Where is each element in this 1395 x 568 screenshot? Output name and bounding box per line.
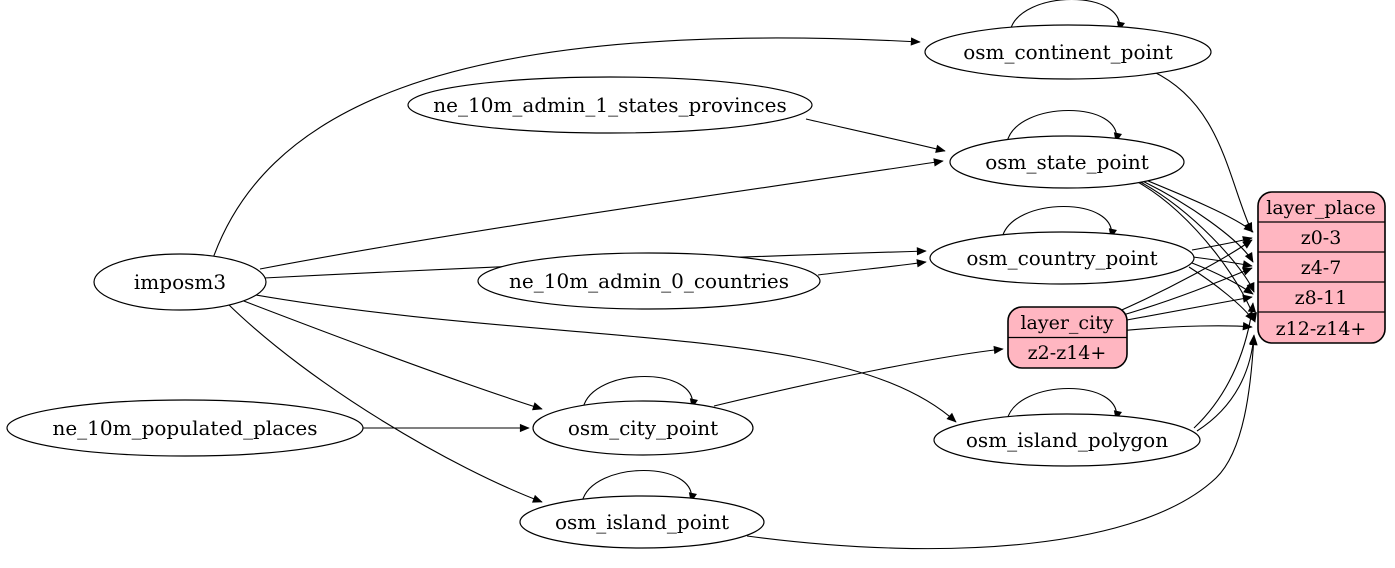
record-layer-place: layer_place z0-3 z4-7 z8-11 z12-z14+ <box>1257 191 1386 344</box>
node-osm-country-point: osm_country_point <box>929 231 1195 285</box>
edge-osm-island-polygon-to-layer-place-z8-11 <box>1193 302 1257 429</box>
record-layer-city: layer_city z2-z14+ <box>1007 306 1128 369</box>
edge-self-loop-osm-city-point <box>582 375 698 409</box>
edge-imposm3-to-osm-continent-point <box>211 37 921 262</box>
edge-osm-country-point-to-layer-place-z0-3 <box>1191 236 1253 251</box>
edge-osm-island-polygon-to-layer-place-z12-z14 <box>1196 334 1258 432</box>
node-ne-10m-admin-0-countries-label: ne_10m_admin_0_countries <box>509 269 789 293</box>
node-osm-city-point-shape <box>532 400 754 456</box>
edge-osm-state-point-to-layer-place-z8-11 <box>1132 177 1255 293</box>
edge-layer-city-to-layer-place-z4-7 <box>1115 267 1253 318</box>
node-ne-10m-admin-1-states-provinces-shape <box>407 76 813 134</box>
node-ne-10m-admin-1-states-provinces-label: ne_10m_admin_1_states_provinces <box>433 93 786 117</box>
node-imposm3-shape <box>93 253 267 311</box>
edge-osm-state-point-to-layer-place-z4-7 <box>1131 175 1254 263</box>
node-ne-10m-populated-places-label: ne_10m_populated_places <box>52 416 317 440</box>
node-osm-continent-point-label: osm_continent_point <box>963 40 1173 64</box>
record-layer-city-title: layer_city <box>1020 312 1113 334</box>
edge-layer-city-to-layer-place-z0-3 <box>1114 239 1253 314</box>
node-ne-10m-admin-1-states-provinces: ne_10m_admin_1_states_provinces <box>407 76 813 134</box>
node-osm-country-point-shape <box>929 231 1195 285</box>
edge-osm-city-point-to-layer-city-z2-z14 <box>713 345 1004 407</box>
node-osm-continent-point: osm_continent_point <box>924 24 1212 80</box>
edge-self-loop-osm-country-point <box>1001 205 1117 239</box>
record-layer-place-title: layer_place <box>1266 197 1375 219</box>
node-osm-state-point: osm_state_point <box>949 135 1185 189</box>
node-ne-10m-admin-0-countries-shape <box>477 252 821 310</box>
record-layer-place-box <box>1257 191 1386 344</box>
node-osm-island-polygon-label: osm_island_polygon <box>966 428 1168 452</box>
record-layer-city-row-z2-z14: z2-z14+ <box>1028 342 1107 364</box>
edge-self-loop-osm-state-point <box>1006 109 1122 143</box>
edge-layer-city-to-layer-place-z12-z14 <box>1118 322 1253 332</box>
node-ne-10m-admin-0-countries: ne_10m_admin_0_countries <box>477 252 821 310</box>
edge-self-loop-osm-island-polygon <box>1006 387 1122 421</box>
node-osm-city-point: osm_city_point <box>532 400 754 456</box>
node-imposm3: imposm3 <box>93 253 267 311</box>
node-osm-island-point-shape <box>519 495 765 549</box>
record-layer-place-row-z4-7: z4-7 <box>1301 257 1342 279</box>
edge-self-loop-osm-continent-point <box>1009 0 1125 32</box>
edge-layer <box>211 0 1258 550</box>
edge-imposm3-to-osm-island-polygon <box>249 293 957 423</box>
edge-imposm3-to-osm-state-point <box>259 158 944 270</box>
edge-imposm3-to-osm-city-point <box>235 297 543 411</box>
node-osm-island-polygon-shape <box>933 413 1201 467</box>
node-imposm3-label: imposm3 <box>134 270 226 294</box>
edge-osm-country-point-to-layer-place-z8-11 <box>1191 262 1254 295</box>
edge-osm-island-point-to-layer-place-z12-z14 <box>746 335 1258 550</box>
node-osm-state-point-label: osm_state_point <box>985 150 1149 174</box>
node-osm-island-polygon: osm_island_polygon <box>933 413 1201 467</box>
record-layer-place-row-z12-z14: z12-z14+ <box>1276 318 1367 340</box>
node-ne-10m-populated-places-shape <box>6 399 364 457</box>
record-layer-place-row-z0-3: z0-3 <box>1301 227 1342 249</box>
edge-layer-city-to-layer-place-z8-11 <box>1115 294 1253 323</box>
edge-osm-state-point-to-layer-place-z0-3 <box>1130 173 1254 233</box>
node-osm-country-point-label: osm_country_point <box>966 246 1157 270</box>
node-ne-10m-populated-places: ne_10m_populated_places <box>6 399 364 457</box>
record-layer-place-row-z8-11: z8-11 <box>1295 287 1348 309</box>
node-osm-city-point-label: osm_city_point <box>568 416 718 440</box>
node-osm-island-point-label: osm_island_point <box>555 510 729 534</box>
edge-imposm3-to-osm-island-point <box>227 303 543 503</box>
node-osm-island-point: osm_island_point <box>519 495 765 549</box>
node-osm-continent-point-shape <box>924 24 1212 80</box>
edge-osm-continent-point-to-layer-place-z0-3 <box>1151 70 1253 233</box>
edge-self-loop-osm-island-point <box>581 469 697 503</box>
edge-osm-country-point-to-layer-place-z4-7 <box>1192 256 1253 269</box>
edge-ne-10m-admin-1-states-provinces-to-osm-state-point <box>805 118 946 153</box>
edge-ne-10m-admin-0-countries-to-osm-country-point <box>817 259 927 276</box>
node-osm-state-point-shape <box>949 135 1185 189</box>
